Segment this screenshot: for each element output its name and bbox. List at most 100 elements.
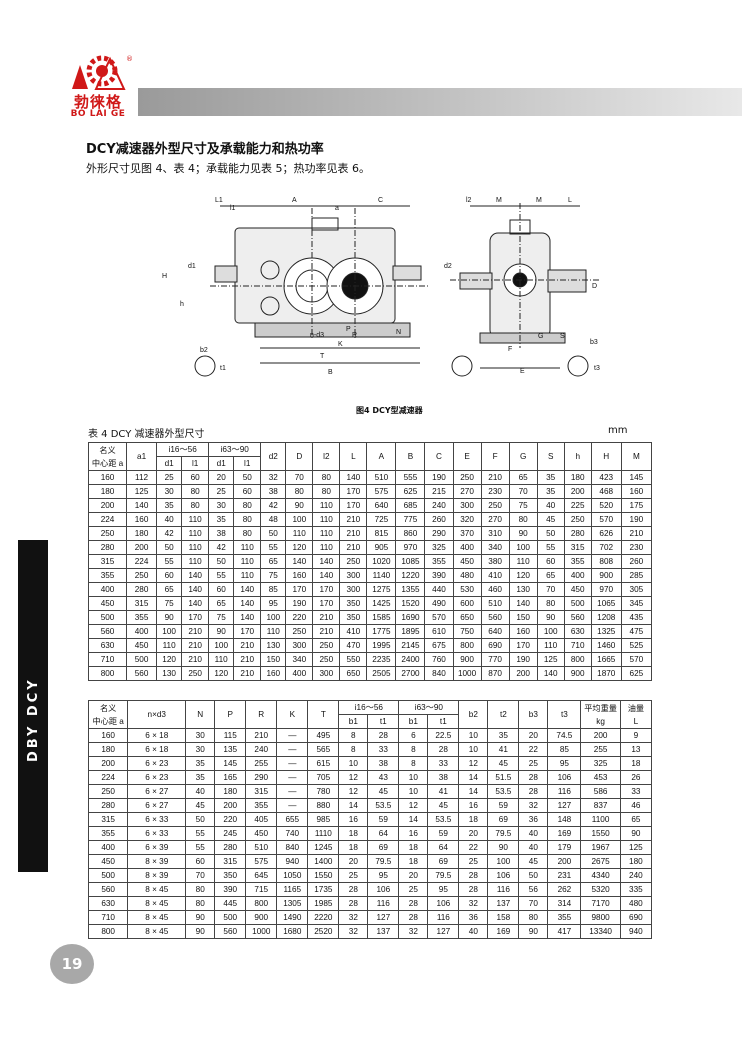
table-cell: 1995 — [366, 638, 397, 653]
table-cell: 450 — [245, 826, 278, 841]
table-cell: 210 — [233, 638, 262, 653]
table-cell: 65 — [208, 596, 235, 611]
table-cell: 405 — [245, 812, 278, 827]
table-cell: 250 — [126, 568, 158, 583]
table-cell: 90 — [508, 526, 538, 541]
table-cell: 60 — [536, 554, 565, 569]
table-cell: 355 — [87, 568, 128, 583]
table-cell: 30 — [208, 498, 235, 513]
table-cell: 325 — [580, 756, 621, 771]
header-cell: a1 — [126, 442, 158, 471]
table-cell: 190 — [508, 652, 538, 667]
header-cell: F — [480, 442, 510, 471]
table-cell: 14 — [458, 770, 489, 785]
page-title: DCY减速器外型尺寸及承载能力和热功率 — [86, 142, 324, 157]
table-cell: 100 — [156, 624, 183, 639]
series-side-tab-label: DBY DCY — [26, 677, 41, 762]
table-cell: 710 — [563, 638, 592, 653]
header-cell: l1 — [181, 456, 210, 471]
table-cell: 905 — [366, 540, 397, 555]
header-cell: i63～90 — [398, 700, 460, 715]
table-cell: 53.5 — [487, 784, 520, 799]
table-cell: 35 — [487, 728, 520, 743]
table-cell: 200 — [547, 854, 582, 869]
table-cell: 555 — [395, 470, 426, 485]
table-cell: 6 × 33 — [127, 812, 187, 827]
table-cell: 28 — [398, 896, 429, 911]
side-view — [450, 203, 600, 377]
table-cell: 80 — [233, 512, 262, 527]
table-cell: — — [276, 756, 309, 771]
table-cell: 30 — [185, 728, 216, 743]
table-cell: 100 — [487, 854, 520, 869]
table-cell: 800 — [452, 638, 482, 653]
table-cell: 6 × 33 — [127, 826, 187, 841]
table-cell: 760 — [424, 652, 454, 667]
table-cell: 28 — [338, 882, 369, 897]
table-cell: 690 — [619, 910, 653, 925]
table-cell: 710 — [87, 910, 129, 925]
table-cell: 1985 — [307, 896, 340, 911]
table-cell: 110 — [233, 540, 262, 555]
table-cell: 50 — [185, 812, 216, 827]
table-cell: 12 — [338, 784, 369, 799]
table-cell: 1775 — [366, 624, 397, 639]
table-cell: 170 — [233, 624, 262, 639]
table-cell: 250 — [312, 652, 341, 667]
table-cell: 190 — [285, 596, 314, 611]
table-cell: 140 — [312, 568, 341, 583]
brand-name-en: BO LAI GE — [70, 109, 126, 119]
table-cell: 110 — [181, 512, 210, 527]
table-cell: 140 — [536, 666, 565, 681]
table-cell: 32 — [338, 910, 369, 925]
table-cell: 345 — [620, 596, 653, 611]
table-cell: 260 — [424, 512, 454, 527]
table-cell: 315 — [563, 540, 592, 555]
svg-text:h: h — [180, 301, 184, 308]
table-cell: 500 — [563, 596, 592, 611]
table-cell: 179 — [547, 840, 582, 855]
table-cell: 116 — [427, 910, 460, 925]
table-cell: 400 — [87, 582, 128, 597]
table-cell: 45 — [518, 854, 549, 869]
table-cell: 64 — [427, 840, 460, 855]
table-cell: 140 — [181, 568, 210, 583]
table-cell: 880 — [307, 798, 340, 813]
table-cell: 80 — [312, 484, 341, 499]
table-cell: 64 — [367, 826, 400, 841]
table-cell: 90 — [185, 910, 216, 925]
table-cell: 320 — [452, 512, 482, 527]
table-cell: 300 — [452, 498, 482, 513]
table-cell: 340 — [285, 652, 314, 667]
table-cell: 224 — [87, 512, 128, 527]
table-cell: 25 — [398, 882, 429, 897]
table-cell: 210 — [245, 728, 278, 743]
table-cell: 33 — [367, 742, 400, 757]
table-cell: 630 — [563, 624, 592, 639]
header-cell: b3 — [518, 700, 549, 729]
table-cell: 750 — [452, 624, 482, 639]
header-cell: E — [452, 442, 482, 471]
table-cell: 148 — [547, 812, 582, 827]
table-cell: 315 — [87, 812, 129, 827]
table-cell: 340 — [480, 540, 510, 555]
table-cell: 380 — [480, 554, 510, 569]
table-cell: 300 — [312, 666, 341, 681]
table-cell: 22 — [518, 742, 549, 757]
table-cell: 33 — [619, 784, 653, 799]
table-cell: 475 — [620, 624, 653, 639]
table-cell: 12 — [398, 798, 429, 813]
header-cell: t1 — [367, 714, 400, 729]
table-cell: 41 — [487, 742, 520, 757]
table-cell: 70 — [518, 896, 549, 911]
svg-text:t3: t3 — [594, 365, 600, 372]
table-cell: 22.5 — [427, 728, 460, 743]
table-cell: 400 — [563, 568, 592, 583]
